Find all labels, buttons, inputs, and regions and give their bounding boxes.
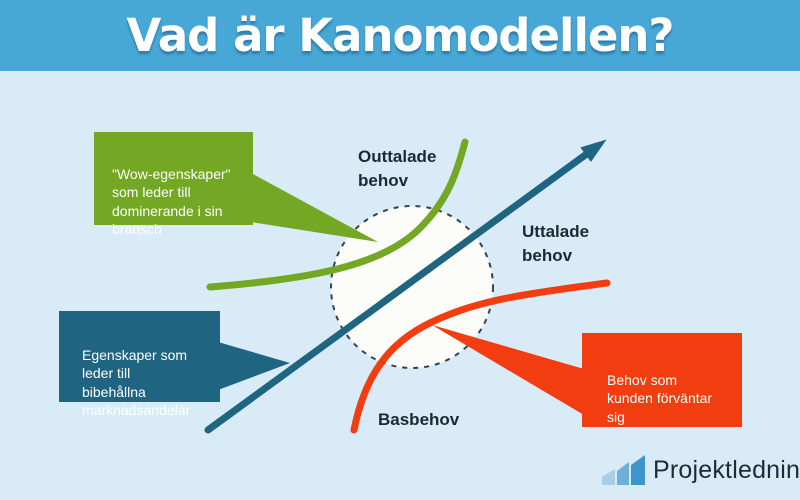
focus-circle [330, 205, 494, 369]
retain-callout-text: Egenskaper som leder till bibehållna mar… [82, 346, 191, 419]
brand-footer: Projektledning [600, 453, 800, 487]
performance-arrow [204, 139, 607, 434]
brand-name: Projektledning [653, 455, 800, 484]
wow-callout-text: "Wow-egenskaper" som leder till dominera… [112, 165, 231, 238]
logo-bar-dark [631, 455, 645, 485]
excitement-curve [206, 138, 469, 291]
wow-callout-tail [251, 173, 378, 242]
header-bar: Vad är Kanomodellen? [0, 0, 800, 71]
expected-callout-text: Behov som kunden förväntar sig [607, 371, 713, 425]
page-title: Vad är Kanomodellen? [126, 9, 674, 62]
label-outtalade-behov: Outtalade behov [358, 147, 437, 190]
expected-callout: Behov som kunden förväntar sig [582, 333, 742, 427]
logo-bar-mid [617, 462, 629, 485]
retain-callout: Egenskaper som leder till bibehållna mar… [59, 311, 220, 418]
label-basbehov: Basbehov [378, 410, 460, 429]
retain-callout-tail [218, 342, 290, 390]
wow-callout: "Wow-egenskaper" som leder till dominera… [94, 132, 253, 237]
basic-needs-curve [350, 279, 611, 434]
bar-chart-logo-icon [602, 455, 645, 485]
label-uttalade-behov: Uttalade behov [522, 222, 590, 265]
expected-callout-tail [432, 325, 584, 415]
logo-bar-light [602, 469, 615, 485]
